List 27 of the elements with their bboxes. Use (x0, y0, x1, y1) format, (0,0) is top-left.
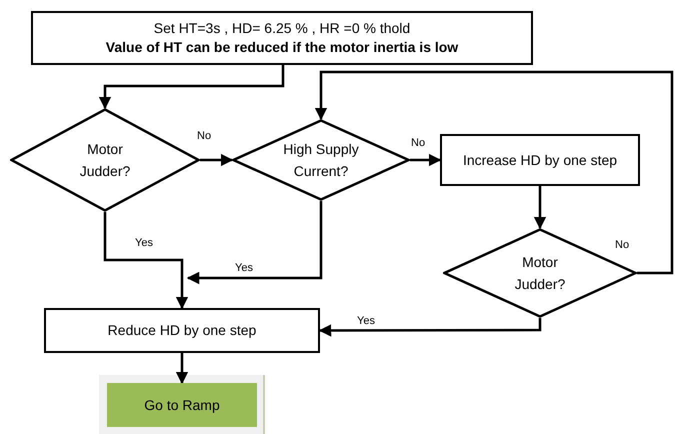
arrow (104, 212, 188, 310)
process-box (440, 134, 640, 186)
process-text: Reduce HD by one step (108, 321, 256, 340)
arrow (534, 186, 546, 230)
arrow (200, 154, 234, 166)
edge-label: Yes (234, 263, 254, 274)
arrow (314, 70, 674, 274)
edge-label: Yes (134, 238, 154, 249)
edge-label: No (410, 138, 426, 149)
decision-text: Motor Judder? (514, 253, 566, 294)
edge-label: Yes (356, 316, 376, 327)
arrow (98, 65, 284, 110)
arrow (410, 154, 442, 166)
arrow (186, 201, 322, 284)
process-text: Increase HD by one step (462, 150, 618, 170)
decision-text: High Supply Current? (282, 140, 360, 181)
decision-text: Motor Judder? (78, 140, 132, 181)
edge-label: No (196, 131, 212, 142)
terminal-text: Go to Ramp (144, 396, 220, 415)
process-box (44, 308, 320, 353)
process-text: Set HT=3s , HD= 6.25 % , HR =0 % thold (154, 19, 410, 38)
edge-label: No (614, 240, 630, 251)
arrow (318, 318, 542, 337)
arrow (176, 353, 188, 384)
process-note: Value of HT can be reduced if the motor inertia is low (106, 38, 458, 57)
terminal-box (107, 383, 257, 427)
process-box (31, 11, 533, 65)
